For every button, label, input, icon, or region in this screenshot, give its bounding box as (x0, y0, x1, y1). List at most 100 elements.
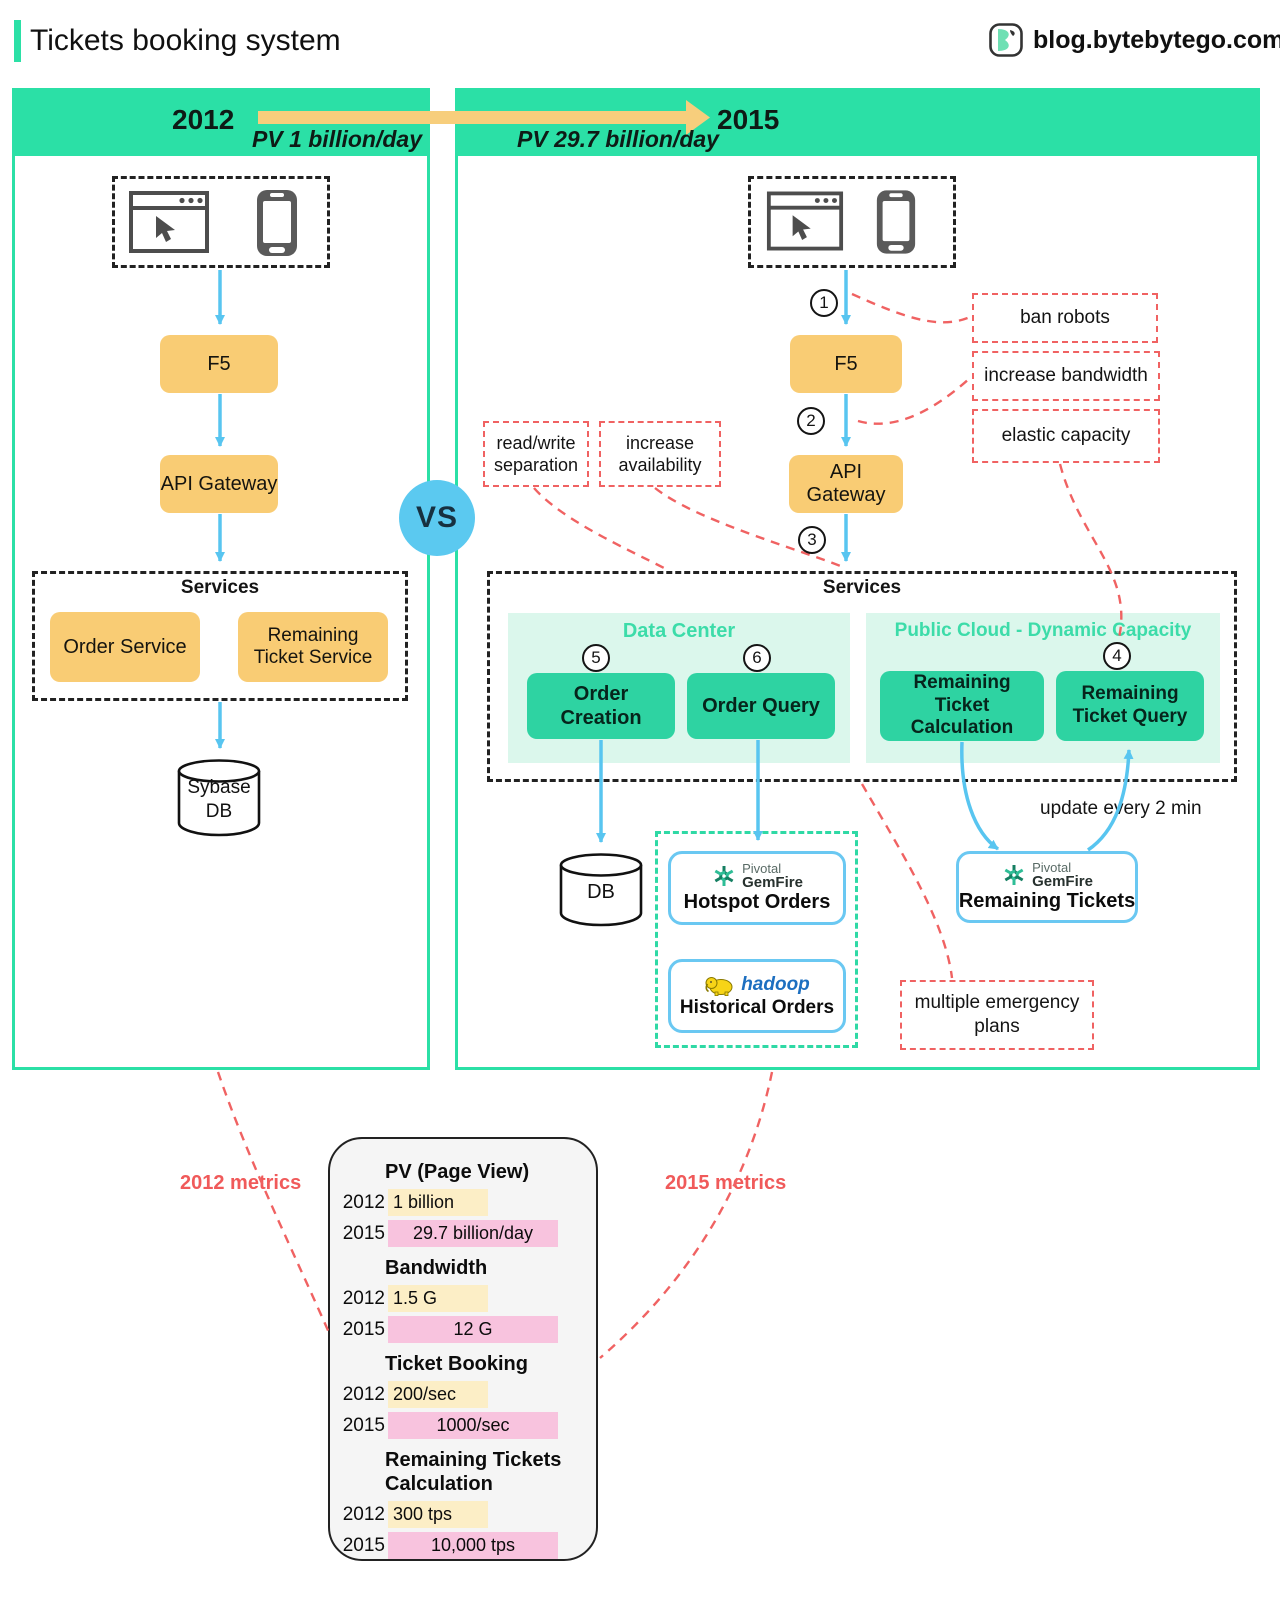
public-cloud-title: Public Cloud - Dynamic Capacity (894, 620, 1192, 641)
metric-row: 2012 300 tps (339, 1501, 596, 1528)
services-box-2012 (32, 571, 408, 701)
metric-year: 2012 (342, 1383, 385, 1405)
gemfire-label: GemFire (1032, 872, 1093, 890)
phone-icon (876, 190, 916, 254)
panel-2012 (12, 88, 430, 1070)
metric-year: 2015 (342, 1318, 385, 1340)
browser-icon (129, 191, 209, 253)
hadoop-logo: hadoop (704, 974, 810, 996)
annotation-multiple-emergency-plans: multiple emergency plans (900, 980, 1094, 1050)
clients-box-2015 (748, 176, 956, 268)
metric-row: 2015 29.7 billion/day (339, 1220, 596, 1247)
metric-section-title: Bandwidth (385, 1257, 488, 1279)
page-title: Tickets booking system (30, 24, 341, 57)
title-accent-bar (14, 20, 21, 62)
annotation-ban-robots: ban robots (972, 293, 1158, 343)
metrics-2015-label: 2015 metrics (665, 1172, 787, 1194)
step-circle-2: 2 (797, 407, 825, 435)
metric-value-2015: 29.7 billion/day (388, 1220, 558, 1247)
node-remaining-ticket-calculation: Remaining Ticket Calculation (880, 671, 1044, 741)
gemfire-icon (1004, 864, 1024, 885)
metric-value-2012: 300 tps (388, 1501, 488, 1528)
metrics-card: PV (Page View) 2012 1 billion 2015 29.7 … (328, 1137, 598, 1561)
metric-value-2012: 200/sec (388, 1381, 488, 1408)
metric-value-2012: 1.5 G (388, 1285, 488, 1312)
pivotal-label: Pivotal (742, 860, 782, 876)
step-circle-5: 5 (582, 644, 610, 672)
hadoop-label: hadoop (741, 973, 810, 995)
pv-2012-label: PV 1 billion/day (252, 126, 422, 152)
metrics-2012-label: 2012 metrics (180, 1172, 302, 1194)
step-circle-4: 4 (1103, 642, 1131, 670)
link-2015-metrics-curve (599, 1071, 774, 1359)
pivotal-label: Pivotal (1032, 859, 1072, 875)
gemfire-logo: Pivotal GemFire (1001, 859, 1093, 890)
phone-icon (257, 190, 297, 256)
services-box-2015 (487, 571, 1237, 782)
update-every-2min-label: update every 2 min (1040, 798, 1202, 819)
annotation-elastic-capacity: elastic capacity (972, 409, 1160, 463)
metric-value-2015: 10,000 tps (388, 1532, 558, 1559)
metric-row: 2012 200/sec (339, 1381, 596, 1408)
db-cylinder (559, 853, 643, 927)
remaining-tickets-label: Remaining Tickets (958, 890, 1136, 913)
annotation-read-write-separation: read/write separation (483, 421, 589, 487)
gemfire-logo: Pivotal GemFire (711, 860, 803, 891)
site-logo: blog.bytebytego.com (988, 22, 1280, 58)
node-order-creation: Order Creation (527, 673, 675, 739)
metric-year: 2012 (342, 1503, 385, 1525)
node-order-query: Order Query (687, 673, 835, 739)
metric-year: 2012 (342, 1191, 385, 1213)
vs-badge: VS (399, 480, 475, 556)
node-api-gateway-2015: API Gateway (789, 455, 903, 513)
hotspot-orders-label: Hotspot Orders (683, 891, 831, 914)
historical-orders-label: Historical Orders (679, 996, 835, 1018)
metric-row: 2012 1 billion (339, 1189, 596, 1216)
metric-value-2015: 1000/sec (388, 1412, 558, 1439)
hotspot-orders-box: Pivotal GemFire Hotspot Orders (668, 851, 846, 925)
annotation-increase-bandwidth: increase bandwidth (972, 351, 1160, 401)
bytebytego-logo-icon (989, 23, 1023, 57)
node-order-service: Order Service (50, 612, 200, 682)
node-f5-2012: F5 (160, 335, 278, 393)
services-title-2012: Services (180, 577, 260, 598)
node-remaining-ticket-service: Remaining Ticket Service (238, 612, 388, 682)
node-f5-2015: F5 (790, 335, 902, 393)
clients-box-2012 (112, 176, 330, 268)
metric-year: 2012 (342, 1287, 385, 1309)
metric-section-title: Ticket Booking (385, 1353, 528, 1375)
metric-section-title: Remaining Tickets Calculation (385, 1449, 562, 1495)
node-remaining-ticket-query: Remaining Ticket Query (1056, 671, 1204, 741)
step-circle-6: 6 (743, 644, 771, 672)
step-circle-1: 1 (810, 289, 838, 317)
metric-year: 2015 (342, 1414, 385, 1436)
remaining-tickets-box: Pivotal GemFire Remaining Tickets (956, 851, 1138, 923)
db-label: DB (587, 881, 615, 903)
link-2012-metrics-curve (216, 1071, 332, 1336)
step-circle-3: 3 (798, 526, 826, 554)
data-center-title: Data Center (622, 620, 736, 642)
sybase-db-label: Sybase DB (187, 777, 251, 822)
metric-row: 2015 10,000 tps (339, 1532, 596, 1559)
gemfire-icon (714, 865, 734, 886)
hadoop-elephant-icon (705, 976, 733, 996)
metric-value-2015: 12 G (388, 1316, 558, 1343)
year-2015-label: 2015 (717, 104, 780, 135)
historical-orders-box: hadoop Historical Orders (668, 959, 846, 1033)
metric-section-title: PV (Page View) (385, 1161, 530, 1183)
sybase-db-cylinder (177, 759, 261, 837)
node-api-gateway-2012: API Gateway (160, 455, 278, 513)
metric-year: 2015 (342, 1534, 385, 1556)
metric-row: 2015 1000/sec (339, 1412, 596, 1439)
pv-2015-label: PV 29.7 billion/day (517, 126, 719, 152)
metric-year: 2015 (342, 1222, 385, 1244)
year-2012-label: 2012 (172, 104, 235, 135)
browser-icon (766, 191, 844, 251)
metric-row: 2012 1.5 G (339, 1285, 596, 1312)
annotation-increase-availability: increase availability (599, 421, 721, 487)
gemfire-label: GemFire (742, 873, 803, 891)
metric-value-2012: 1 billion (388, 1189, 488, 1216)
metric-row: 2015 12 G (339, 1316, 596, 1343)
services-title-2015: Services (822, 577, 902, 598)
